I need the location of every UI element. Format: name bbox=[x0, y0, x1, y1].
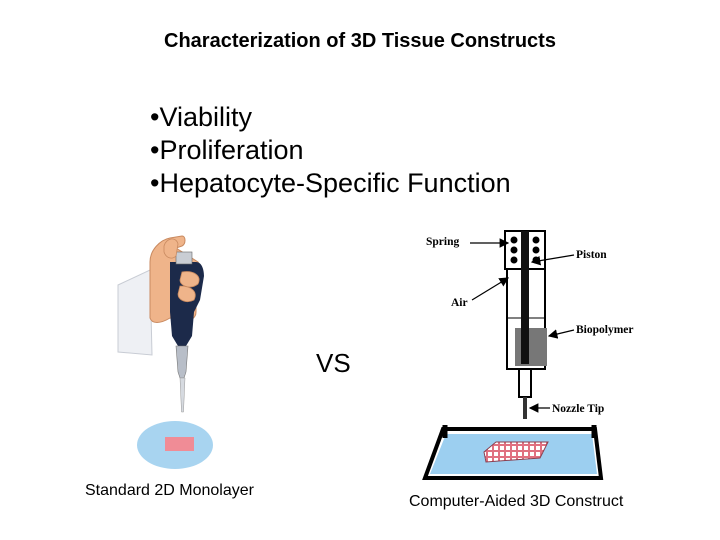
label-air: Air bbox=[451, 297, 468, 309]
biopolymer-reservoir bbox=[515, 328, 547, 366]
label-nozzle-tip: Nozzle Tip bbox=[552, 403, 604, 415]
bullet-proliferation: Proliferation bbox=[150, 134, 511, 167]
pipette-illustration bbox=[117, 235, 204, 413]
bullet-viability: Viability bbox=[150, 101, 511, 134]
nozzle-body bbox=[518, 368, 532, 398]
caption-2d-monolayer: Standard 2D Monolayer bbox=[85, 482, 254, 499]
slide-title: Characterization of 3D Tissue Constructs bbox=[164, 30, 556, 52]
label-biopolymer: Biopolymer bbox=[576, 324, 634, 336]
piston-rod bbox=[521, 231, 529, 364]
bullet-hepatocyte-function: Hepatocyte-Specific Function bbox=[150, 167, 510, 200]
characterization-list: Viability Proliferation Hepatocyte-Speci… bbox=[150, 101, 511, 200]
dispenser-schematic bbox=[422, 230, 604, 480]
caption-3d-construct: Computer-Aided 3D Construct bbox=[409, 493, 624, 510]
label-piston: Piston bbox=[576, 249, 607, 261]
label-spring: Spring bbox=[426, 236, 459, 248]
vs-label: VS bbox=[316, 348, 351, 378]
nozzle-tip bbox=[523, 397, 527, 419]
monolayer-sample bbox=[165, 437, 194, 451]
spring-coil-icon bbox=[510, 236, 518, 244]
construct-3d bbox=[483, 441, 549, 463]
